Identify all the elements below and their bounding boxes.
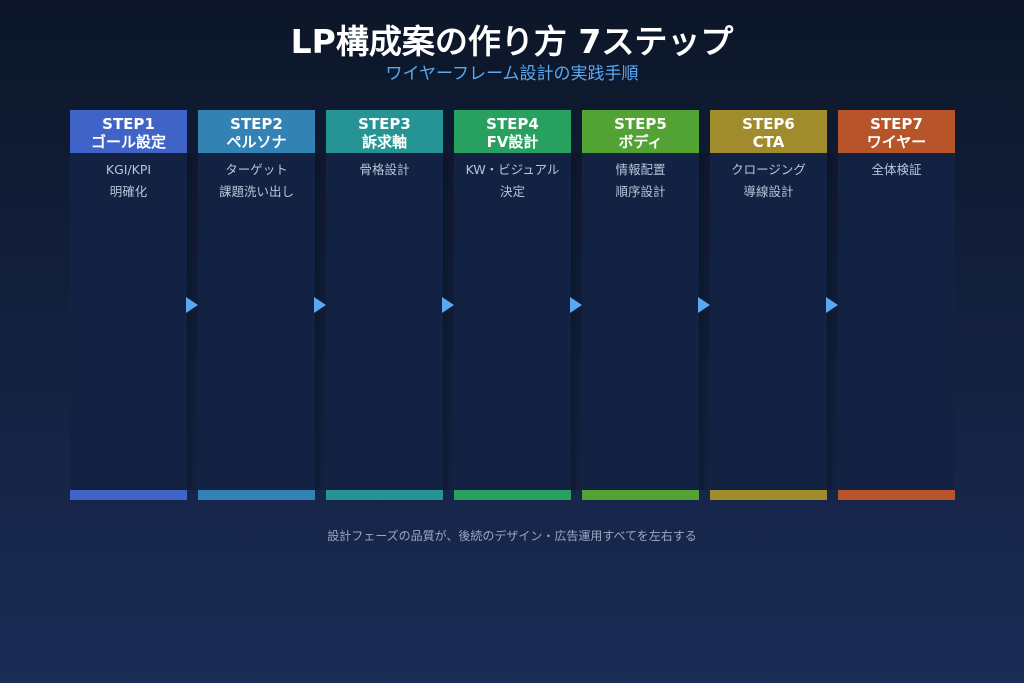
step-name: FV設計 <box>486 133 539 151</box>
arrow-right-icon <box>570 297 582 313</box>
card-gap <box>315 153 326 490</box>
arrow-right-icon <box>442 297 454 313</box>
card-gap <box>699 153 710 490</box>
step-accent-bar <box>838 490 955 500</box>
step-description: KGI/KPI 明確化 <box>70 153 187 203</box>
step-number: STEP6 <box>742 115 795 133</box>
step-name: ゴール設定 <box>90 133 166 151</box>
step-description-line <box>838 181 955 203</box>
step-accent-bar <box>70 490 187 500</box>
step-number: STEP5 <box>614 115 667 133</box>
step-name: 訴求軸 <box>361 133 407 151</box>
step-number: STEP1 <box>102 115 155 133</box>
card-gap <box>827 153 838 490</box>
step-description: 情報配置順序設計 <box>582 153 699 203</box>
step-description: ターゲット課題洗い出し <box>198 153 315 203</box>
step-description: クロージング導線設計 <box>710 153 827 203</box>
step-description: 骨格設計 <box>326 153 443 203</box>
step-accent-bar <box>454 490 571 500</box>
footer-note: 設計フェーズの品質が、後続のデザイン・広告運用すべてを左右する <box>327 529 697 543</box>
step-description: KW・ビジュアル決定 <box>454 153 571 203</box>
step-accent-bar <box>710 490 827 500</box>
step-name: ペルソナ <box>226 133 287 151</box>
step-number: STEP7 <box>870 115 923 133</box>
arrow-right-icon <box>314 297 326 313</box>
card-gap <box>443 153 454 490</box>
card-gap <box>571 153 582 490</box>
step-description-line <box>326 181 443 203</box>
step-number: STEP3 <box>358 115 411 133</box>
step-description-line: 決定 <box>499 184 525 199</box>
card-gap <box>187 153 198 490</box>
step-accent-bar <box>198 490 315 500</box>
step-number: STEP4 <box>486 115 539 133</box>
arrow-right-icon <box>186 297 198 313</box>
step-description-line: 情報配置 <box>615 162 666 177</box>
step-description-line: 導線設計 <box>743 184 794 199</box>
step-number: STEP2 <box>230 115 283 133</box>
step-name: ボディ <box>618 133 663 151</box>
step-description-line: KW・ビジュアル <box>465 162 560 177</box>
step-description-line: ターゲット <box>225 162 288 177</box>
step-accent-bar <box>326 490 443 500</box>
arrow-right-icon <box>698 297 710 313</box>
arrow-right-icon <box>826 297 838 313</box>
step-name: CTA <box>752 133 785 151</box>
step-description-line: 順序設計 <box>615 184 666 199</box>
step-accent-bar <box>582 490 699 500</box>
page-title: LP構成案の作り方 7ステップ <box>290 22 734 61</box>
step-description-line: 全体検証 <box>871 162 922 177</box>
step-description-line: KGI/KPI <box>105 162 152 177</box>
step-description-line: 明確化 <box>109 184 148 199</box>
step-name: ワイヤー <box>866 133 927 151</box>
page-subtitle: ワイヤーフレーム設計の実践手順 <box>385 64 639 84</box>
step-description: 全体検証 <box>838 153 955 203</box>
step-description-line: 骨格設計 <box>359 162 410 177</box>
step-description-line: 課題洗い出し <box>218 184 294 199</box>
step-description-line: クロージング <box>731 162 806 177</box>
